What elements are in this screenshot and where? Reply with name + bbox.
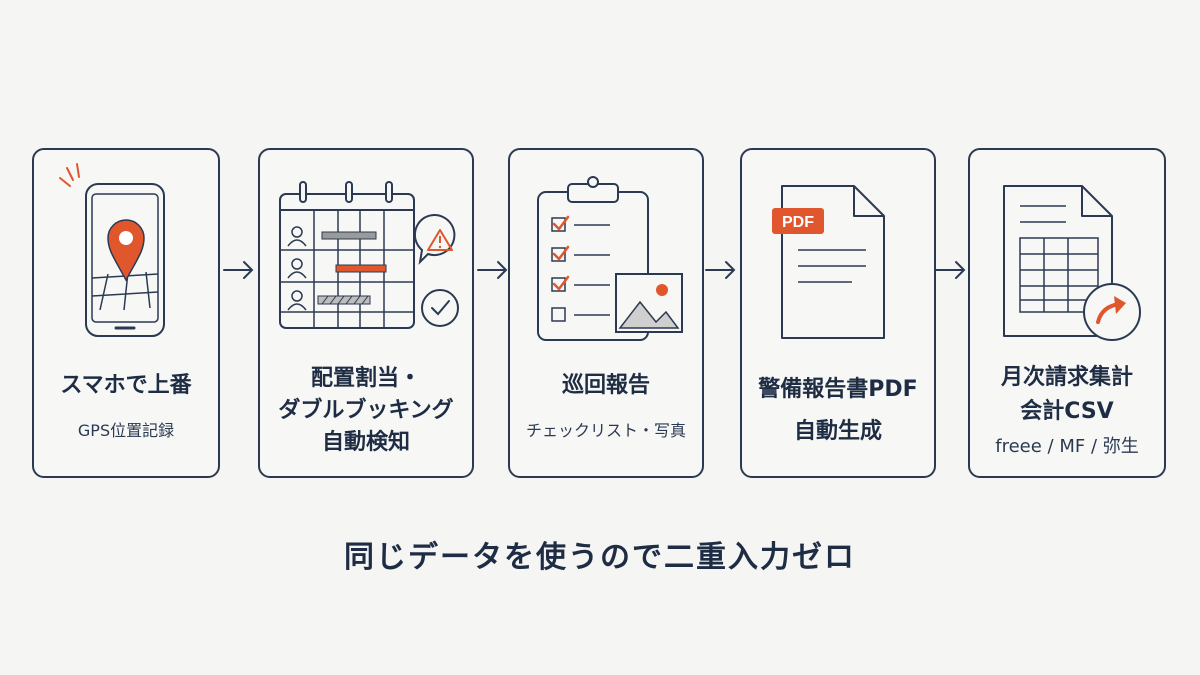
step-title-line: 配置割当・ [310,366,421,391]
step-card-pdf-report: PDF 警備報告書PDF 自動生成 [740,148,936,478]
step-card-patrol-report: 巡回報告 チェックリスト・写真 [508,148,704,478]
step-title: 巡回報告 [561,373,650,398]
step-subtitle: GPS位置記録 [77,421,175,440]
step-title-line: ダブルブッキング [278,398,454,423]
arrow-right-icon [477,261,508,279]
step-title-line: 自動検知 [321,430,410,455]
pdf-document-icon: PDF [772,185,885,339]
step-title-line: 月次請求集計 [1000,365,1133,390]
step-title-line: 自動生成 [793,419,882,444]
calendar-schedule-icon [279,181,459,329]
step-title-line: 警備報告書PDF [758,377,918,402]
step-card-gps: スマホで上番 GPS位置記録 [32,148,220,478]
clipboard-checklist-icon [537,176,683,341]
step-subtitle: freee / MF / 弥生 [995,436,1139,457]
arrow-right-icon [935,261,966,279]
step-title: スマホで上番 [60,373,192,398]
step-subtitle: チェックリスト・写真 [525,421,686,440]
pdf-badge: PDF [782,214,814,231]
footer-caption: 同じデータを使うので二重入力ゼロ [344,540,856,575]
arrow-right-icon [223,261,254,279]
spreadsheet-export-icon [1003,185,1141,341]
smartphone-gps-icon [59,163,165,337]
arrow-right-icon [705,261,736,279]
step-card-scheduling: 配置割当・ ダブルブッキング 自動検知 [258,148,474,478]
step-title-line: 会計CSV [1020,399,1114,424]
step-card-billing-csv: 月次請求集計 会計CSV freee / MF / 弥生 [968,148,1166,478]
